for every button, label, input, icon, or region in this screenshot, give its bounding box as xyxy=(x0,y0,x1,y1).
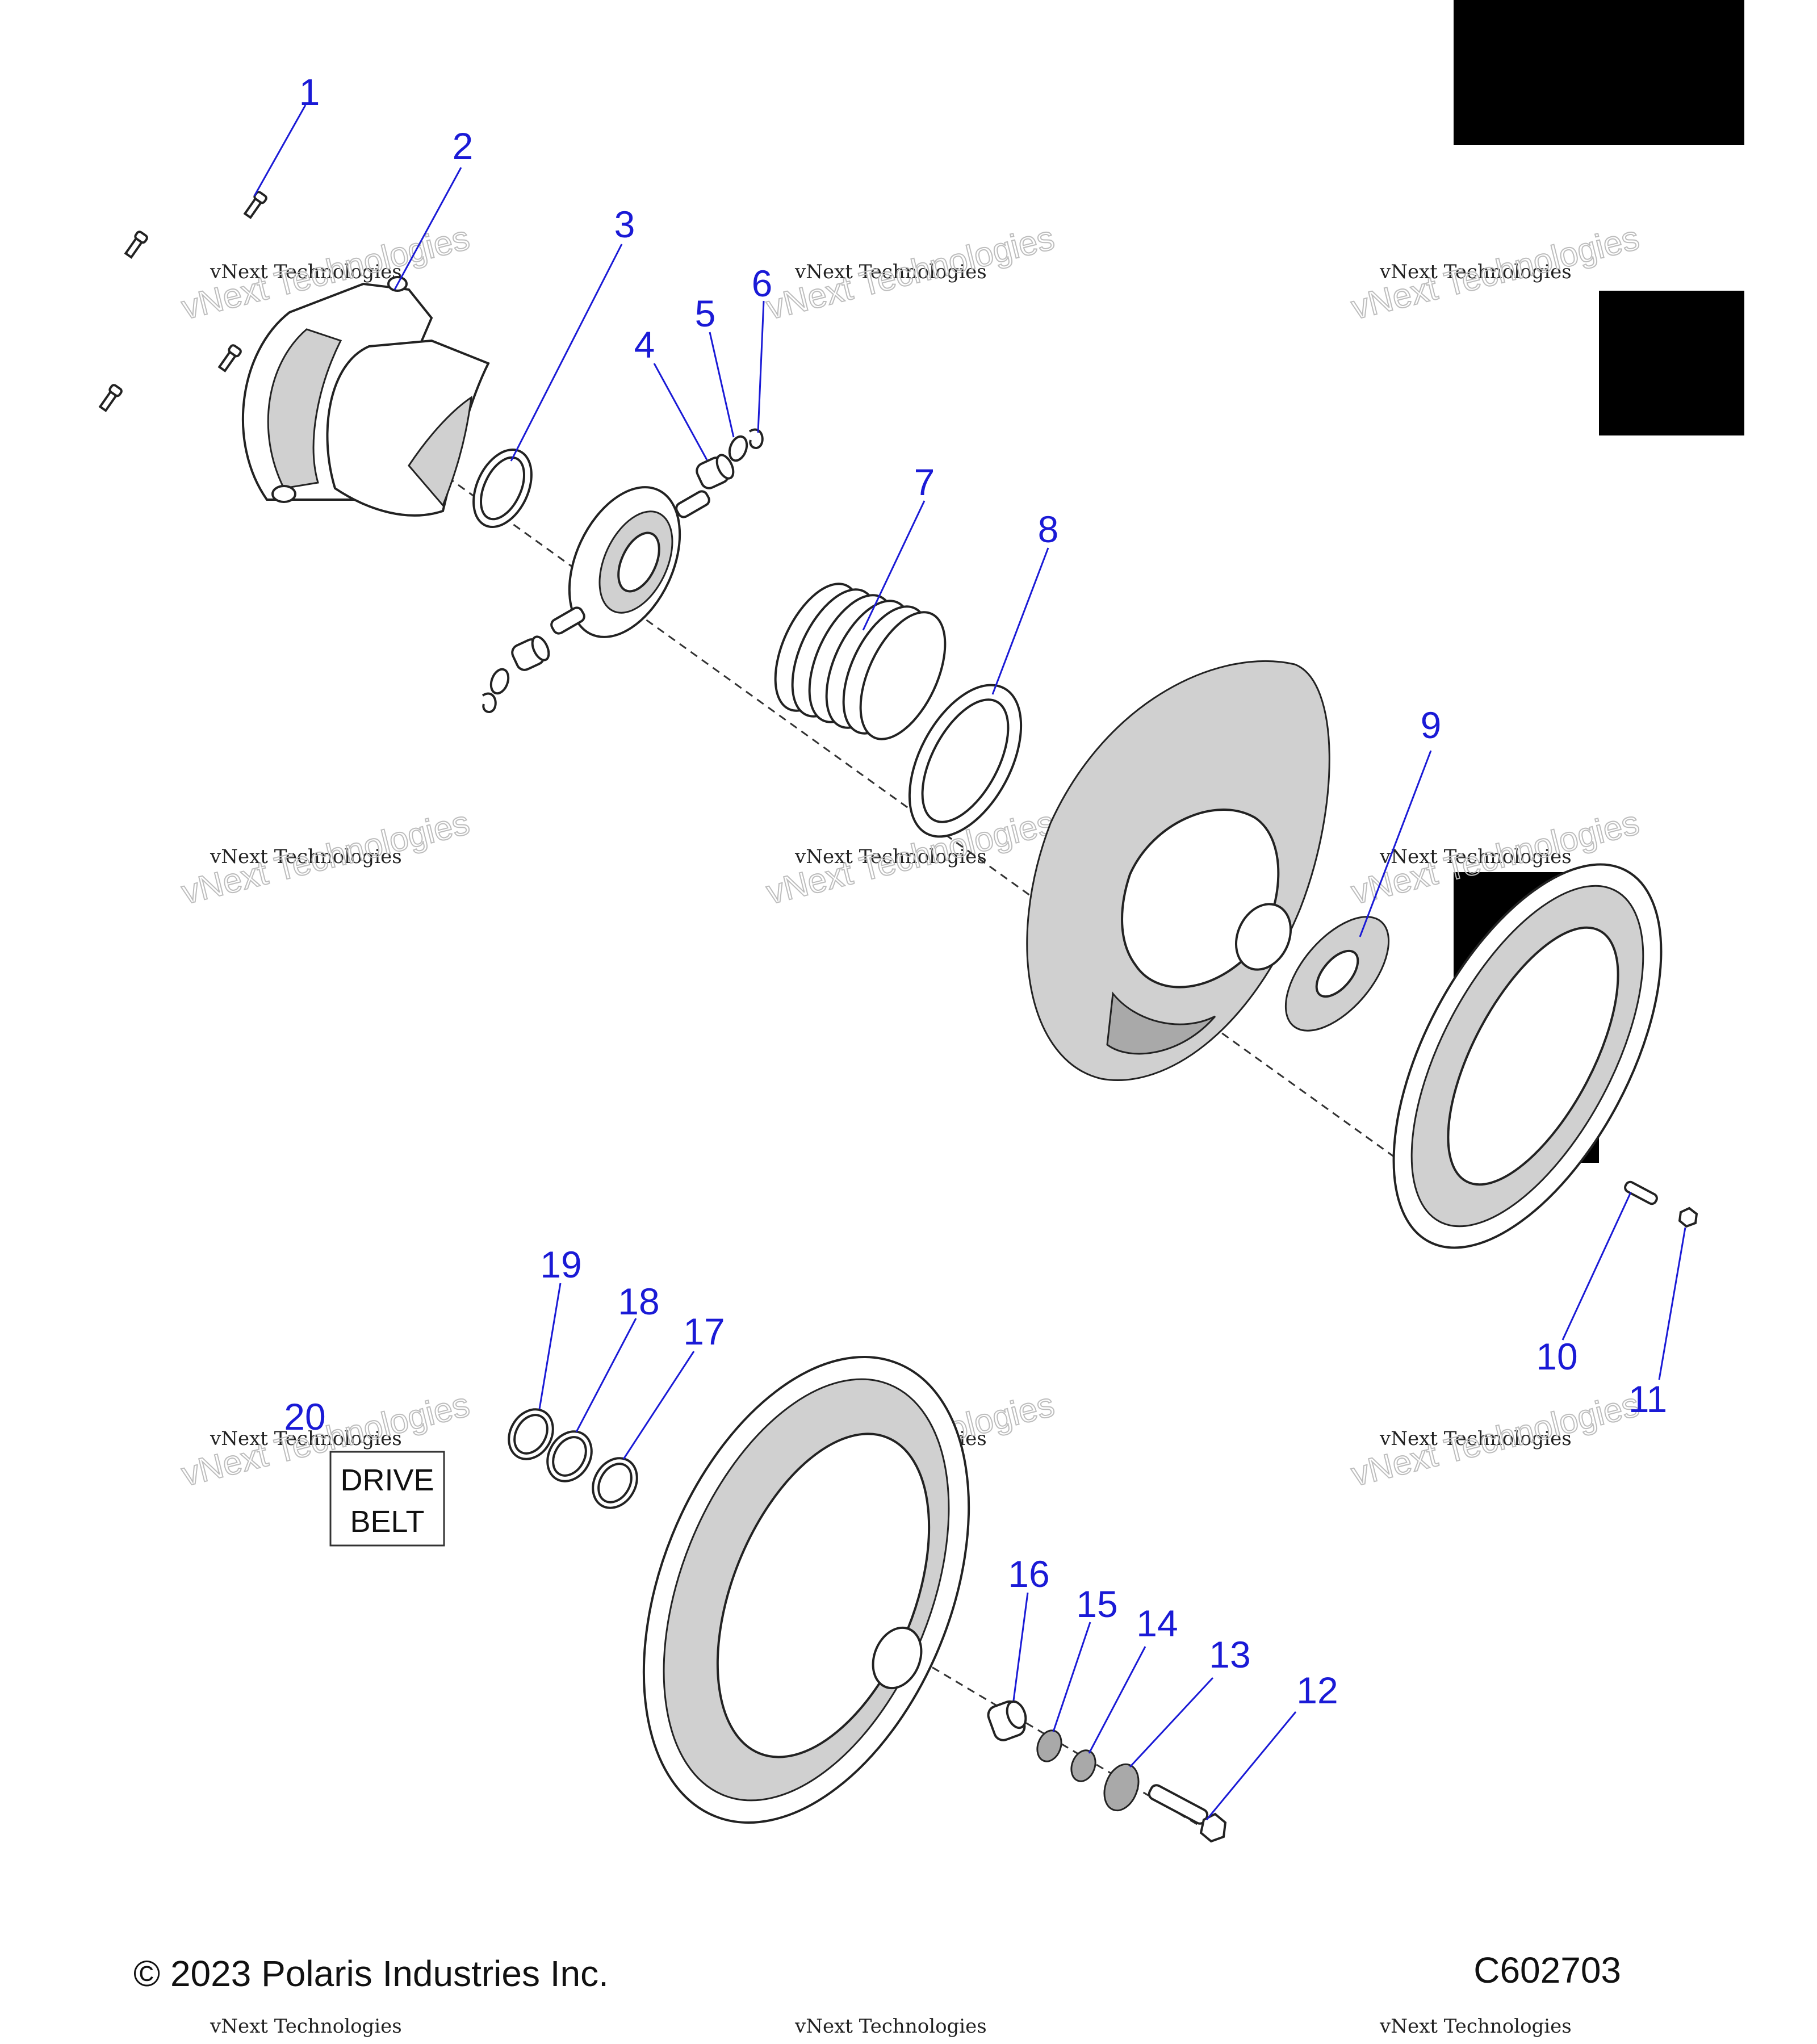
callout-5: 5 xyxy=(695,292,716,334)
callout-16: 16 xyxy=(1008,1553,1049,1595)
svg-text:vNext Technologies: vNext Technologies xyxy=(210,845,402,868)
spider-hub xyxy=(550,486,710,638)
bushing-part-16 xyxy=(987,1700,1027,1741)
callout-17: 17 xyxy=(683,1310,725,1352)
copyright-text: © 2023 Polaris Industries Inc. xyxy=(133,1953,609,1994)
callout-numbers: 1 2 3 4 5 6 7 8 9 10 11 12 13 14 15 16 1… xyxy=(284,71,1667,1711)
callout-1: 1 xyxy=(299,71,320,113)
lower-sheave xyxy=(642,1356,970,1824)
redaction-block-side xyxy=(1599,291,1744,435)
callout-4: 4 xyxy=(634,324,655,366)
washer-lower xyxy=(489,668,510,695)
washer-part-14 xyxy=(1070,1749,1096,1782)
svg-text:vNext Technologies: vNext Technologies xyxy=(794,261,987,283)
drive-belt-label-line2: BELT xyxy=(350,1505,424,1539)
callout-8: 8 xyxy=(1038,508,1059,550)
ring-part-8 xyxy=(908,684,1023,838)
callout-18: 18 xyxy=(618,1280,659,1322)
stationary-sheave-upper xyxy=(1392,863,1663,1249)
callout-12: 12 xyxy=(1296,1669,1338,1711)
washer-part-5 xyxy=(728,435,748,462)
washer-part-15 xyxy=(1036,1729,1062,1762)
callout-11: 11 xyxy=(1628,1378,1668,1420)
diagram-code: C602703 xyxy=(1473,1950,1621,1991)
roller-part-4 xyxy=(696,454,735,489)
callout-2: 2 xyxy=(453,125,474,167)
washer-part-13 xyxy=(1103,1763,1140,1812)
ring-part-18 xyxy=(546,1430,593,1482)
svg-text:vNext Technologies: vNext Technologies xyxy=(1379,1427,1572,1450)
drive-belt-box: DRIVE BELT xyxy=(329,1451,445,1547)
redaction-block-top xyxy=(1454,0,1744,145)
svg-text:vNext Technologies: vNext Technologies xyxy=(210,2015,402,2038)
washer-part-9 xyxy=(1284,916,1390,1032)
spring-part-7 xyxy=(774,583,947,740)
screw-part-1 xyxy=(98,191,267,412)
callout-14: 14 xyxy=(1136,1602,1178,1644)
callout-15: 15 xyxy=(1076,1583,1117,1625)
callout-13: 13 xyxy=(1209,1633,1250,1676)
clip-part-6 xyxy=(748,428,764,449)
ring-part-3 xyxy=(472,449,533,528)
callout-7: 7 xyxy=(914,461,935,503)
nut-part-11 xyxy=(1678,1207,1698,1228)
clip-lower xyxy=(482,692,497,713)
callout-9: 9 xyxy=(1421,704,1442,746)
moveable-sheave xyxy=(1026,660,1330,1081)
callout-20: 20 xyxy=(284,1396,325,1438)
callout-6: 6 xyxy=(752,262,773,304)
callout-3: 3 xyxy=(614,203,635,245)
ring-part-17 xyxy=(592,1457,638,1509)
svg-text:vNext Technologies: vNext Technologies xyxy=(794,2015,987,2038)
svg-text:vNext Technologies: vNext Technologies xyxy=(210,261,402,283)
svg-text:vNext Technologies: vNext Technologies xyxy=(1379,845,1572,868)
cover-housing-part-2 xyxy=(241,276,490,517)
svg-text:vNext Technologies: vNext Technologies xyxy=(210,1427,402,1450)
callout-10: 10 xyxy=(1536,1335,1577,1377)
svg-text:vNext Technologies: vNext Technologies xyxy=(794,845,987,868)
drive-belt-label-line1: DRIVE xyxy=(340,1463,434,1497)
callout-19: 19 xyxy=(540,1243,581,1285)
ring-part-19 xyxy=(508,1408,554,1460)
svg-text:vNext Technologies: vNext Technologies xyxy=(1379,2015,1572,2038)
bolt-part-12 xyxy=(1148,1784,1227,1843)
leader-lines xyxy=(253,104,1686,1820)
svg-text:vNext Technologies: vNext Technologies xyxy=(1379,261,1572,283)
roller-lower xyxy=(511,635,550,671)
pin-part-10 xyxy=(1624,1180,1658,1205)
